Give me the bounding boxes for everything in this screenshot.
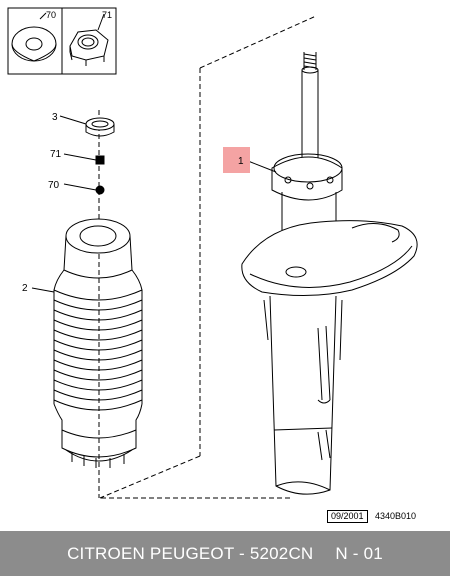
callout-strut: 1 (238, 156, 244, 167)
small-washer-part (95, 185, 105, 195)
exploded-parts-diagram: 1 2 3 71 70 70 71 (7, 7, 418, 499)
nut-icon (69, 13, 109, 66)
shock-absorber-strut-part (241, 52, 418, 495)
footer-page-text: N - 01 (335, 543, 383, 563)
part-number-footer: CITROEN PEUGEOT - 5202CN N - 01 (0, 531, 450, 576)
callout-washer: 70 (48, 180, 60, 191)
diagram-reference-code: 4340B010 (375, 511, 417, 521)
bellows-boot-part (53, 218, 143, 468)
small-nut-part (95, 155, 105, 165)
callout-leader-lines (31, 115, 277, 293)
washer-icon (11, 12, 57, 62)
callout-boot: 2 (22, 283, 28, 294)
footer-part-text: CITROEN PEUGEOT - 5202CN (67, 543, 314, 563)
date-code-box: 09/2001 (327, 510, 368, 523)
callout-cap: 3 (52, 112, 58, 123)
strut-highlight-marker (223, 147, 250, 173)
inset-label-nut: 71 (102, 10, 112, 20)
callout-nut: 71 (50, 149, 62, 160)
inset-label-washer: 70 (46, 10, 56, 20)
assembly-guide-lines (98, 15, 317, 499)
dust-cap-part (85, 117, 115, 137)
